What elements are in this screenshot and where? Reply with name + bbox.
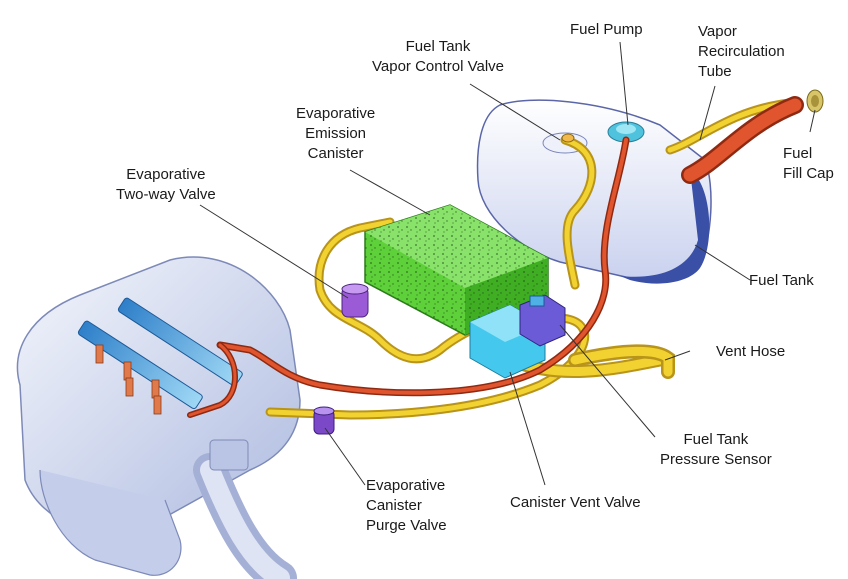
label-fuel-tank-vapor-control-valve: Fuel Tank Vapor Control Valve bbox=[372, 38, 505, 75]
fuel-rail bbox=[77, 297, 243, 410]
label-vapor-recirculation-tube: Vapor Recirculation Tube bbox=[698, 23, 785, 80]
vent-hose bbox=[568, 344, 675, 379]
engine bbox=[16, 256, 301, 579]
label-fuel-tank-pressure-sensor: Fuel Tank Pressure Sensor bbox=[660, 431, 772, 468]
fuel-fill-cap bbox=[806, 89, 824, 113]
label-evaporative-emission-canister: Evaporative Emission Canister bbox=[296, 105, 376, 162]
label-fuel-fill-cap: Fuel Fill Cap bbox=[783, 145, 834, 182]
label-vent-hose: Vent Hose bbox=[716, 343, 786, 360]
leader-lines bbox=[199, 41, 816, 486]
evaporative-canister-purge-valve bbox=[313, 406, 335, 435]
label-evaporative-canister-purge-valve: Evaporative Canister Purge Valve bbox=[366, 477, 447, 534]
label-fuel-tank: Fuel Tank bbox=[749, 272, 814, 289]
fuel-tank-pressure-sensor bbox=[519, 294, 566, 347]
fuel-injectors bbox=[95, 344, 162, 415]
label-fuel-pump: Fuel Pump bbox=[570, 21, 643, 38]
label-evaporative-two-way-valve: Evaporative Two-way Valve bbox=[116, 166, 216, 203]
label-canister-vent-valve: Canister Vent Valve bbox=[510, 494, 641, 511]
fuel-tank-vapor-control-valve bbox=[561, 133, 575, 143]
fuel-tank bbox=[476, 99, 712, 284]
evaporative-two-way-valve bbox=[341, 283, 369, 318]
evaporative-emission-canister bbox=[364, 204, 549, 336]
fuel-lines bbox=[187, 136, 630, 418]
